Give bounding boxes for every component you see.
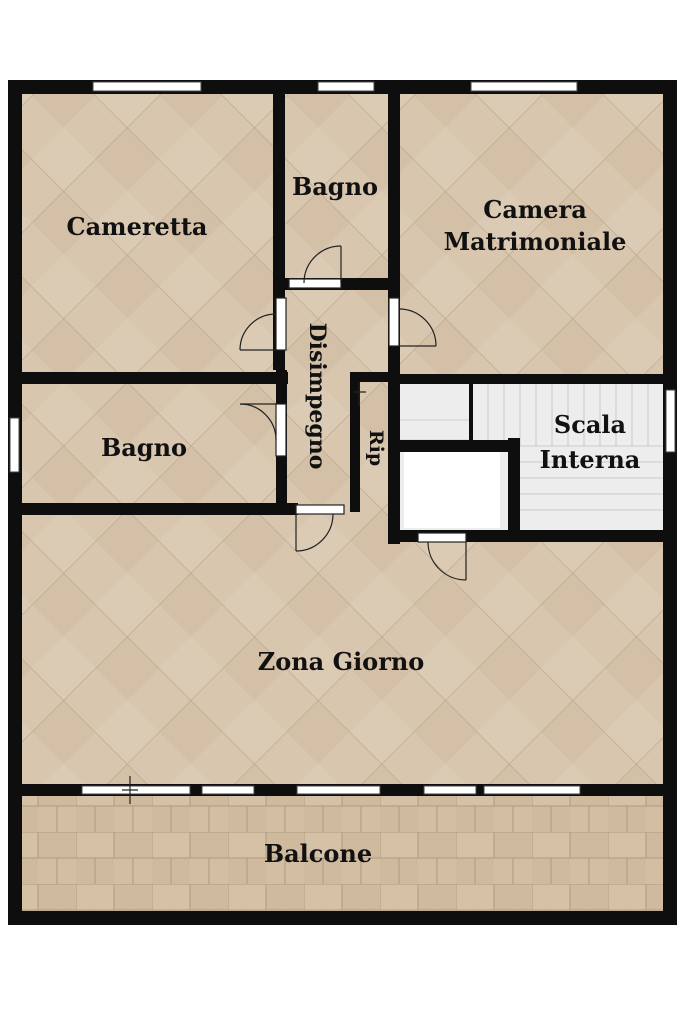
label-bagno-top: Bagno	[292, 172, 378, 201]
label-scala-line1: Scala	[554, 410, 626, 439]
label-balcone: Balcone	[264, 839, 372, 868]
doors	[122, 245, 467, 804]
label-camera-line1: Camera	[483, 195, 587, 224]
label-cameretta: Cameretta	[67, 212, 208, 241]
label-zona-giorno: Zona Giorno	[258, 647, 425, 676]
label-scala-line2: Interna	[540, 445, 641, 474]
label-bagno-left: Bagno	[101, 433, 187, 462]
balcony-floor	[14, 794, 671, 920]
label-disimpegno: Disimpegno	[304, 323, 330, 470]
label-ripostiglio: Rip	[365, 430, 387, 466]
staircase	[399, 381, 667, 532]
label-camera-line2: Matrimoniale	[444, 227, 627, 256]
